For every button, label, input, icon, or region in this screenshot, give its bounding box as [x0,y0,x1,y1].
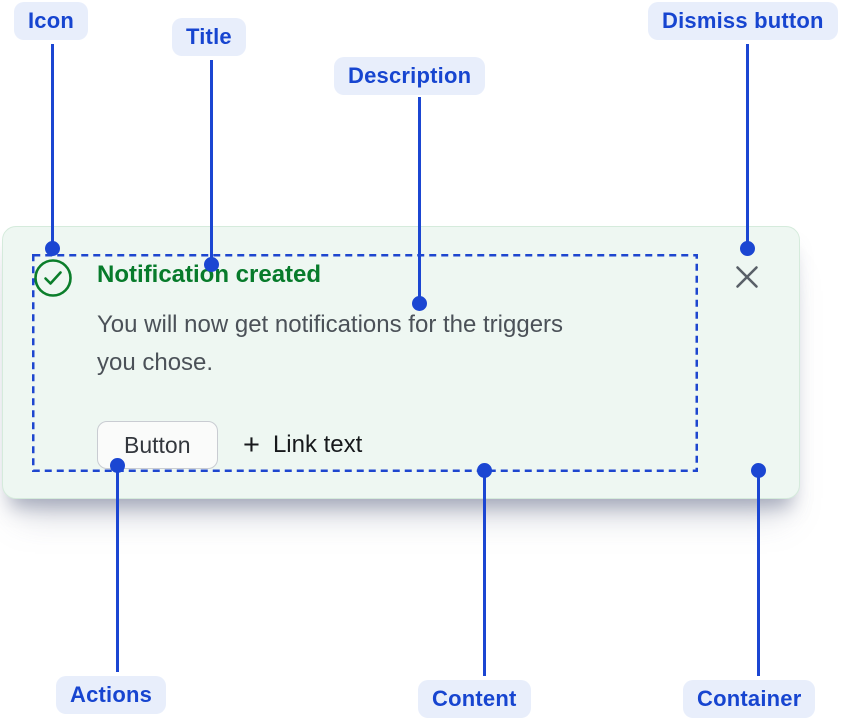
dismiss-connector-line [745,44,749,248]
title-connector-line [209,60,213,264]
title-connector-dot [203,256,219,272]
toast-description-line1: You will now get notifications for the t… [97,311,564,338]
content-connector-dot [476,462,492,478]
actions-connector-dot [109,457,125,473]
toast-description-line2: you chose. [97,349,214,376]
toast-link-label: Link text [272,431,363,458]
annotation-label-content: Content [418,680,531,718]
description-connector-line [417,97,421,303]
actions-connector-line [115,464,119,672]
annotation-label-dismiss: Dismiss button [648,2,838,40]
icon-connector-line [50,44,54,248]
annotation-label-description: Description [334,57,486,95]
container-connector-line [756,470,760,676]
icon-connector-dot [44,240,60,256]
toast-description: You will now get notifications for the t… [97,306,563,382]
success-check-circle-icon [33,258,73,298]
annotation-label-actions: Actions [56,676,167,714]
annotation-label-container: Container [683,680,816,718]
close-icon [736,266,758,288]
content-connector-line [482,470,486,676]
toast-action-link[interactable]: + Link text [243,421,362,469]
container-connector-dot [750,462,766,478]
description-connector-dot [411,295,427,311]
plus-icon: + [243,428,260,461]
dismiss-connector-dot [739,240,755,256]
dismiss-button[interactable] [729,259,765,295]
annotation-label-title: Title [172,18,246,56]
annotation-label-icon: Icon [14,2,89,40]
